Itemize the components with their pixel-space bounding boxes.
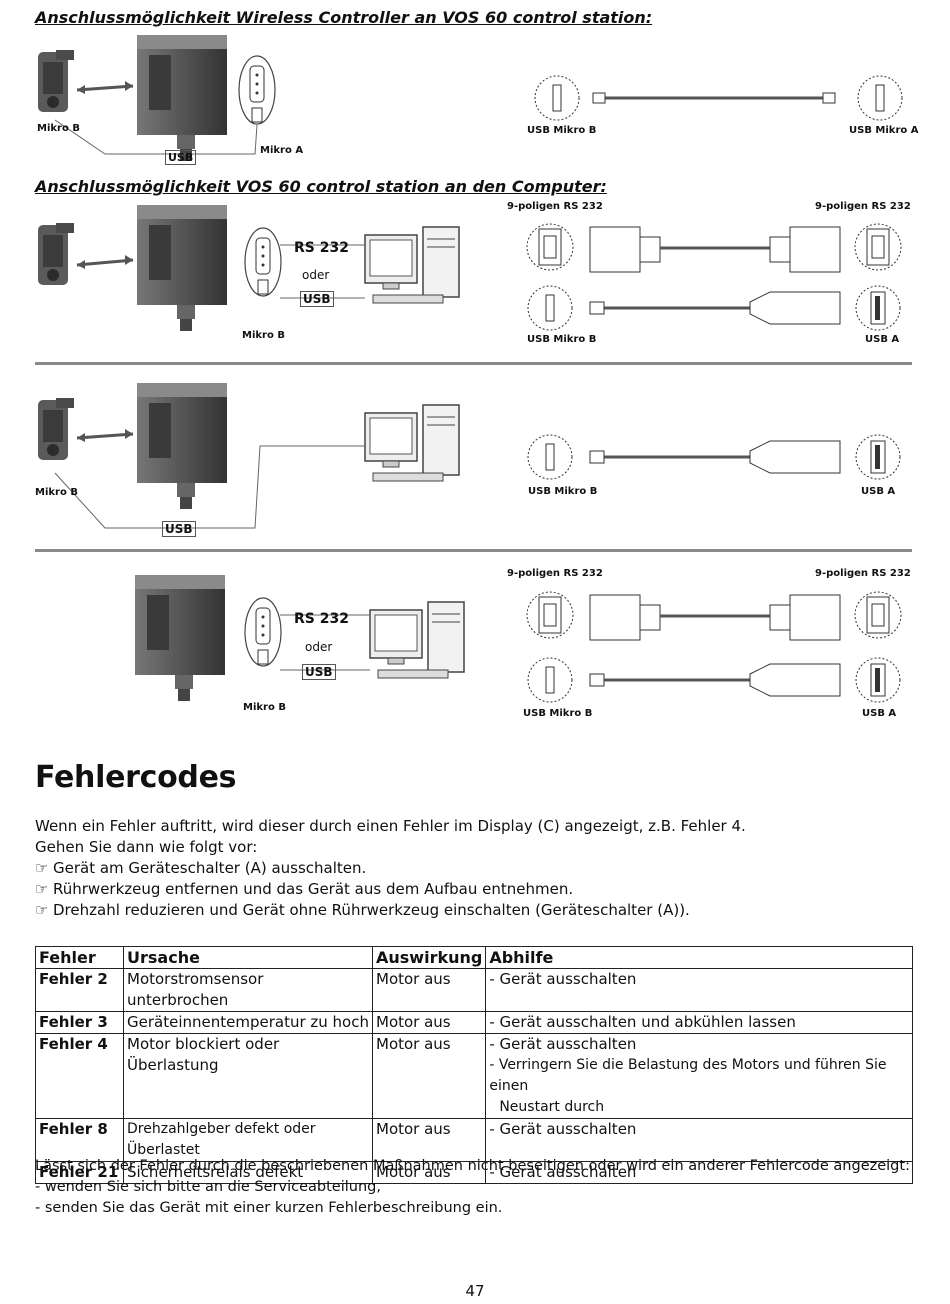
computer-connection-diagram: [38, 205, 460, 331]
error-fix: - Gerät ausschalten: [485, 1161, 913, 1184]
label-usb-micro-b: USB Mikro B: [528, 486, 598, 497]
error-code-table: Fehler Ursache Auswirkung Abhilfe Fehler…: [35, 946, 913, 1184]
label-usb: USB: [302, 664, 336, 680]
label-rs232-right: 9-poligen RS 232: [815, 201, 911, 212]
error-code: Fehler 8: [35, 1118, 124, 1162]
intro-line: Gehen Sie dann wie folgt vor:: [35, 838, 258, 856]
error-fix: - Gerät ausschalten: [485, 968, 913, 1012]
divider: [35, 549, 912, 552]
table-header-row: Fehler Ursache Auswirkung Abhilfe: [35, 946, 913, 969]
label-mikro-b: Mikro B: [35, 487, 78, 498]
error-effect: Motor aus: [371, 968, 487, 1012]
label-oder: oder: [302, 268, 330, 282]
error-code: Fehler 3: [35, 1011, 124, 1034]
error-effect: Motor aus: [371, 1011, 487, 1034]
error-fix: - Gerät ausschalten - Verringern Sie die…: [485, 1033, 913, 1119]
outro-line: Lässt sich der Fehler durch die beschrie…: [35, 1158, 910, 1174]
station-computer-connection-diagram: [135, 575, 465, 701]
label-usb-micro-b: USB Mikro B: [523, 708, 593, 719]
divider: [35, 362, 912, 365]
error-cause: Geräteinnentemperatur zu hoch: [123, 1011, 373, 1034]
fix-line: Neustart durch: [499, 1099, 605, 1115]
label-usb-micro-b: USB Mikro B: [527, 334, 597, 345]
error-cause: Sicherheitsrelais defekt: [123, 1161, 373, 1184]
rs232-and-usb-cables: [526, 591, 902, 703]
column-header: Ursache: [123, 946, 373, 969]
pointing-hand-icon: ☞: [35, 901, 49, 919]
error-code: Fehler 21: [35, 1161, 124, 1184]
label-usb: USB: [300, 291, 334, 307]
wireless-connection-diagram: [38, 35, 276, 161]
error-code: Fehler 2: [35, 968, 124, 1012]
pointing-hand-icon: ☞: [35, 859, 49, 877]
bullet-item: ☞Gerät am Geräteschalter (A) ausschalten…: [35, 859, 367, 877]
table-row: Fehler 2 Motorstromsensor unterbrochen M…: [35, 968, 913, 1012]
outro-line: - wenden Sie sich bitte an die Serviceab…: [35, 1179, 381, 1195]
label-rs232-left: 9-poligen RS 232: [507, 201, 603, 212]
table-row: Fehler 8 Drehzahlgeber defekt oder Überl…: [35, 1118, 913, 1162]
section-heading-wireless: Anschlussmöglichkeit Wireless Controller…: [35, 8, 653, 27]
label-oder: oder: [305, 640, 333, 654]
page-number: 47: [465, 1282, 485, 1300]
fix-line: - Verringern Sie die Belastung des Motor…: [489, 1057, 887, 1094]
label-usb-a: USB A: [865, 334, 900, 345]
usb-a-cable: [527, 434, 901, 480]
label-usb-a: USB A: [862, 708, 897, 719]
error-cause: Drehzahlgeber defekt oder Überlastet: [123, 1118, 373, 1162]
column-header: Abhilfe: [485, 946, 913, 969]
column-header: Fehler: [35, 946, 124, 969]
label-usb-a: USB A: [861, 486, 896, 497]
error-code: Fehler 4: [35, 1033, 124, 1119]
label-rs232-left: 9-poligen RS 232: [507, 568, 603, 579]
outro-text: Lässt sich der Fehler durch die beschrie…: [35, 1156, 910, 1219]
intro-line: Wenn ein Fehler auftritt, wird dieser du…: [35, 817, 746, 835]
error-cause: Motor blockiert oder Überlastung: [123, 1033, 373, 1119]
outro-line: - senden Sie das Gerät mit einer kurzen …: [35, 1200, 503, 1216]
bullet-item: ☞Drehzahl reduzieren und Gerät ohne Rühr…: [35, 901, 690, 919]
error-effect: Motor aus: [371, 1161, 487, 1184]
pointing-hand-icon: ☞: [35, 880, 49, 898]
rs232-and-usb-cables: [526, 223, 902, 331]
error-cause: Motorstromsensor unterbrochen: [123, 968, 373, 1012]
label-usb: USB: [162, 521, 196, 537]
label-mikro-b: Mikro B: [37, 123, 80, 134]
error-fix: - Gerät ausschalten: [485, 1118, 913, 1162]
label-usb-micro-b: USB Mikro B: [527, 125, 597, 136]
intro-text: Wenn ein Fehler auftritt, wird dieser du…: [35, 816, 746, 921]
page-title: Fehlercodes: [35, 760, 237, 795]
section-heading-computer: Anschlussmöglichkeit VOS 60 control stat…: [35, 177, 607, 196]
bullet-item: ☞Rührwerkzeug entfernen und das Gerät au…: [35, 880, 574, 898]
label-rs232: RS 232: [294, 611, 349, 627]
label-usb-micro-a: USB Mikro A: [849, 125, 919, 136]
table-row: Fehler 4 Motor blockiert oder Überlastun…: [35, 1033, 913, 1119]
table-row: Fehler 21 Sicherheitsrelais defekt Motor…: [35, 1161, 913, 1184]
fix-line: - Gerät ausschalten: [489, 1035, 637, 1053]
label-mikro-b: Mikro B: [242, 330, 285, 341]
usb-computer-connection-diagram: [38, 383, 460, 529]
label-rs232: RS 232: [294, 240, 349, 256]
label-mikro-b: Mikro B: [243, 702, 286, 713]
label-usb: USB: [165, 150, 197, 165]
error-effect: Motor aus: [371, 1118, 487, 1162]
usb-micro-cable: [534, 75, 903, 121]
column-header: Auswirkung: [371, 946, 487, 969]
label-rs232-right: 9-poligen RS 232: [815, 568, 911, 579]
error-fix: - Gerät ausschalten und abkühlen lassen: [485, 1011, 913, 1034]
error-effect: Motor aus: [371, 1033, 487, 1119]
table-row: Fehler 3 Geräteinnentemperatur zu hoch M…: [35, 1011, 913, 1034]
label-mikro-a: Mikro A: [260, 145, 304, 156]
